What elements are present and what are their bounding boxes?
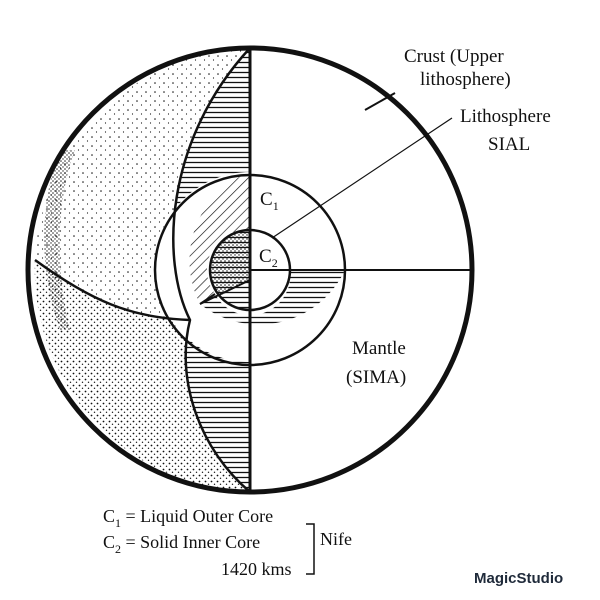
legend-row-depth: 1420 kms [221,559,292,579]
nife-label: Nife [320,529,352,549]
c2-label: C2 [259,246,278,270]
crust-leader-line [364,92,396,111]
core-divider-line [199,279,251,305]
outer-core-hatched-sector [189,172,250,304]
sial-label: SIAL [488,134,530,155]
sima-label: (SIMA) [346,367,406,388]
crust-label-line1: Crust (Upper [404,46,504,67]
c1-label: C1 [260,189,279,213]
left-upper-dotted-region [35,48,250,320]
outer-core-hatch-divider [199,293,216,305]
legend-row-inner-core: C2 = Solid Inner Core [103,532,260,556]
lithosphere-label: Lithosphere [460,106,551,127]
inner-core-dotted-half [210,230,250,296]
mantle-label: Mantle [352,338,406,359]
left-rim-shading [44,150,75,330]
watermark-text: MagicStudio [474,570,563,587]
lithosphere-leader-line [271,117,453,239]
left-lower-dotted-region [34,260,250,492]
legend-row-outer-core: C1 = Liquid Outer Core [103,506,273,530]
crust-label-line2: lithosphere) [420,69,511,90]
legend-bracket [306,523,315,575]
left-crescent-arc [172,47,251,493]
outer-core-striped-sector [200,270,345,325]
